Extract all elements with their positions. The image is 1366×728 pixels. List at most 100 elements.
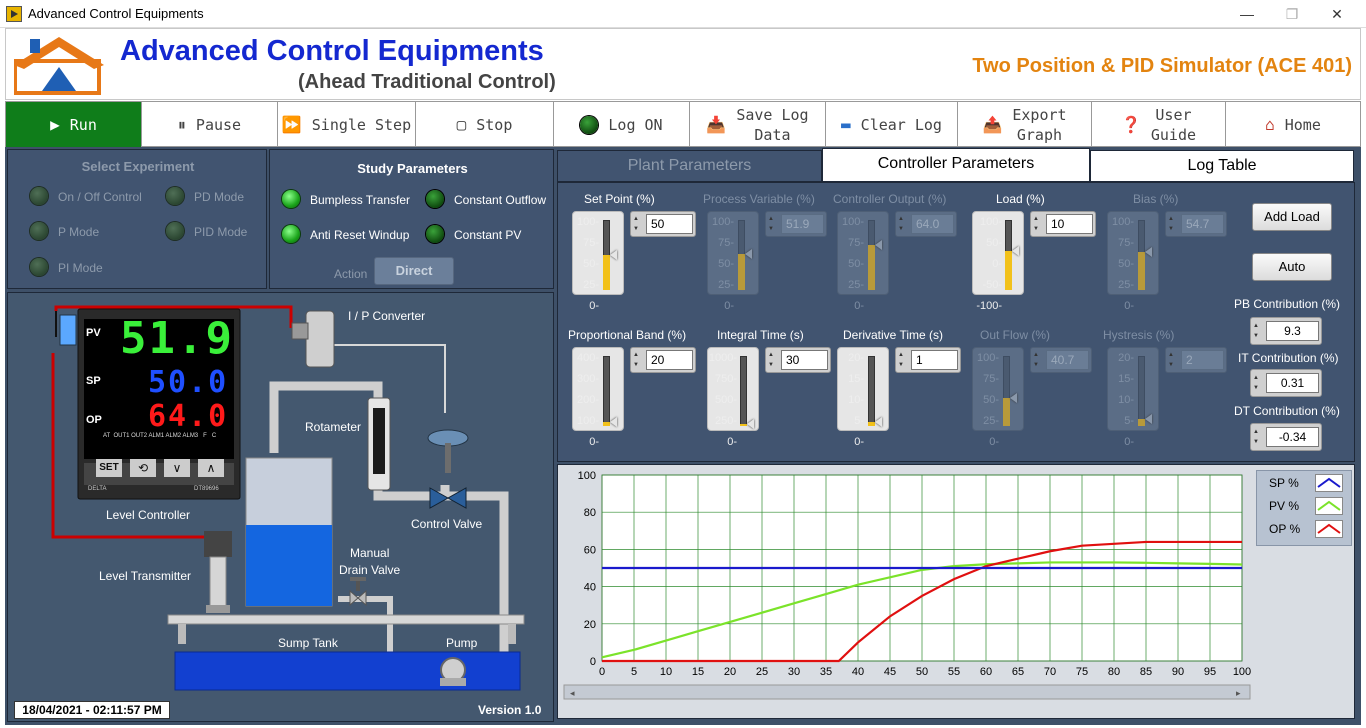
close-button[interactable]: ✕ <box>1331 6 1343 22</box>
minimize-button[interactable]: — <box>1240 6 1254 22</box>
home-label: Home <box>1284 116 1321 134</box>
controller-up-key[interactable]: ∧ <box>198 459 224 477</box>
setpoint-slider[interactable]: 100-75-50-25-0- <box>572 211 624 312</box>
onoff-mode-led[interactable] <box>30 187 48 205</box>
run-button[interactable]: ▶Run <box>6 102 142 148</box>
load-spin-icon[interactable]: ▲▼ <box>1033 216 1039 232</box>
load-numeric[interactable]: ▲▼ 10 <box>1030 211 1096 237</box>
setpoint-numeric[interactable]: ▲▼ 50 <box>630 211 696 237</box>
integral-time-label: Integral Time (s) <box>717 328 804 342</box>
bumpless-transfer-label: Bumpless Transfer <box>310 193 411 207</box>
x-tick-label: 80 <box>1108 666 1120 678</box>
derivative-time-tick: 0- <box>854 436 864 448</box>
x-tick-label: 45 <box>884 666 896 678</box>
bias-label: Bias (%) <box>1133 192 1179 206</box>
home-icon: ⌂ <box>1265 115 1275 134</box>
onoff-mode-label: On / Off Control <box>58 190 142 204</box>
proportional-band-pointer[interactable] <box>610 417 617 427</box>
anti-reset-windup-led[interactable] <box>282 225 300 243</box>
pause-label: Pause <box>195 116 242 134</box>
pi-mode-led[interactable] <box>30 258 48 276</box>
controller-set-key[interactable]: SET <box>96 459 122 477</box>
chart-legend: SP % PV % OP % <box>1256 470 1352 546</box>
integral-time-value[interactable]: 30 <box>781 350 828 370</box>
pause-button[interactable]: ⏸Pause <box>142 102 278 148</box>
integral-time-numeric[interactable]: ▲▼ 30 <box>765 347 831 373</box>
outflow-tick: 25- <box>983 415 999 427</box>
proportional-band-spin-icon[interactable]: ▲▼ <box>633 352 639 368</box>
load-pointer[interactable] <box>1012 246 1019 256</box>
load-tick: 100- <box>979 216 1002 228</box>
load-value[interactable]: 10 <box>1046 214 1093 234</box>
integral-time-control: Integral Time (s) 1000-750-500-250-0- ▲▼… <box>703 323 833 453</box>
setpoint-value[interactable]: 50 <box>646 214 693 234</box>
pd-mode-led[interactable] <box>166 187 184 205</box>
proportional-band-value[interactable]: 20 <box>646 350 693 370</box>
app-icon <box>6 6 22 22</box>
derivative-time-spin-icon[interactable]: ▲▼ <box>898 352 904 368</box>
tab-log-table[interactable]: Log Table <box>1090 150 1354 182</box>
hysteresis-control: Hystresis (%) 20-15-10-5-0- ▲▼ 2 <box>1103 323 1233 453</box>
save-icon: 📥 <box>706 115 727 134</box>
integral-time-pointer[interactable] <box>747 419 754 429</box>
constant-pv-led[interactable] <box>426 225 444 243</box>
x-tick-label: 95 <box>1204 666 1216 678</box>
dt-contribution-indicator: ▲▼-0.34 <box>1250 423 1322 451</box>
add-load-button[interactable]: Add Load <box>1252 203 1332 231</box>
proportional-band-tick: 200- <box>576 394 599 406</box>
single-step-button[interactable]: ⏩Single Step <box>278 102 416 148</box>
outflow-pointer <box>1010 393 1017 403</box>
controller-output-numeric: ▲▼ 64.0 <box>895 211 957 237</box>
derivative-time-value[interactable]: 1 <box>911 350 958 370</box>
maximize-button[interactable]: ❐ <box>1285 6 1299 22</box>
derivative-time-pointer[interactable] <box>875 417 882 427</box>
outflow-tick: 100- <box>976 352 999 364</box>
level-controller-label: Level Controller <box>106 508 191 522</box>
legend-op-swatch <box>1315 519 1343 538</box>
pid-mode-led[interactable] <box>166 222 184 240</box>
derivative-time-numeric[interactable]: ▲▼ 1 <box>895 347 961 373</box>
process-variable-tick: 100- <box>711 216 734 228</box>
setpoint-tick: 50- <box>583 258 599 270</box>
study-parameters-panel: Study Parameters Bumpless Transfer Const… <box>269 149 554 289</box>
proportional-band-numeric[interactable]: ▲▼ 20 <box>630 347 696 373</box>
hysteresis-pointer <box>1145 414 1152 424</box>
derivative-time-label: Derivative Time (s) <box>843 328 944 342</box>
bumpless-transfer-led[interactable] <box>282 190 300 208</box>
legend-pv: PV % <box>1257 494 1351 517</box>
derivative-time-slider[interactable]: 20-15-10-5-0- <box>837 347 889 448</box>
setpoint-spin-icon[interactable]: ▲▼ <box>633 216 639 232</box>
p-mode-led[interactable] <box>30 222 48 240</box>
action-label: Action <box>334 267 368 281</box>
pv-display: 51.9 <box>120 313 234 364</box>
integral-time-slider[interactable]: 1000-750-500-250-0- <box>707 347 759 448</box>
tab-controller-parameters[interactable]: Controller Parameters <box>822 148 1090 182</box>
clear-log-button[interactable]: ▬Clear Log <box>826 102 958 148</box>
integral-time-track <box>740 356 747 426</box>
controller-down-key[interactable]: ∨ <box>164 459 190 477</box>
load-slider[interactable]: 100-50-0--50--100- <box>972 211 1024 312</box>
controller-cycle-key[interactable]: ⟲ <box>130 459 156 477</box>
log-on-button[interactable]: Log ON <box>554 102 690 148</box>
bias-control: Bias (%) 100-75-50-25-0- ▲▼ 54.7 <box>1103 187 1233 317</box>
manual-drain-label-2: Drain Valve <box>339 563 401 577</box>
integral-time-spin-icon[interactable]: ▲▼ <box>768 352 774 368</box>
tab-plant-parameters[interactable]: Plant Parameters <box>557 150 822 182</box>
setpoint-tick: 75- <box>583 237 599 249</box>
chart-scrollbar <box>563 684 1251 700</box>
setpoint-pointer[interactable] <box>610 250 617 260</box>
proportional-band-slider[interactable]: 400-300-200-100-0- <box>572 347 624 448</box>
controller-output-tick: 100- <box>841 216 864 228</box>
constant-outflow-led[interactable] <box>426 190 444 208</box>
stop-button[interactable]: ▢Stop <box>416 102 554 148</box>
export-icon: 📤 <box>982 115 1003 134</box>
action-direct-button[interactable]: Direct <box>374 257 454 285</box>
bias-pointer <box>1145 247 1152 257</box>
home-button[interactable]: ⌂ Home <box>1226 102 1360 148</box>
derivative-time-tick: 10- <box>848 394 864 406</box>
auto-button[interactable]: Auto <box>1252 253 1332 281</box>
x-tick-label: 15 <box>692 666 704 678</box>
